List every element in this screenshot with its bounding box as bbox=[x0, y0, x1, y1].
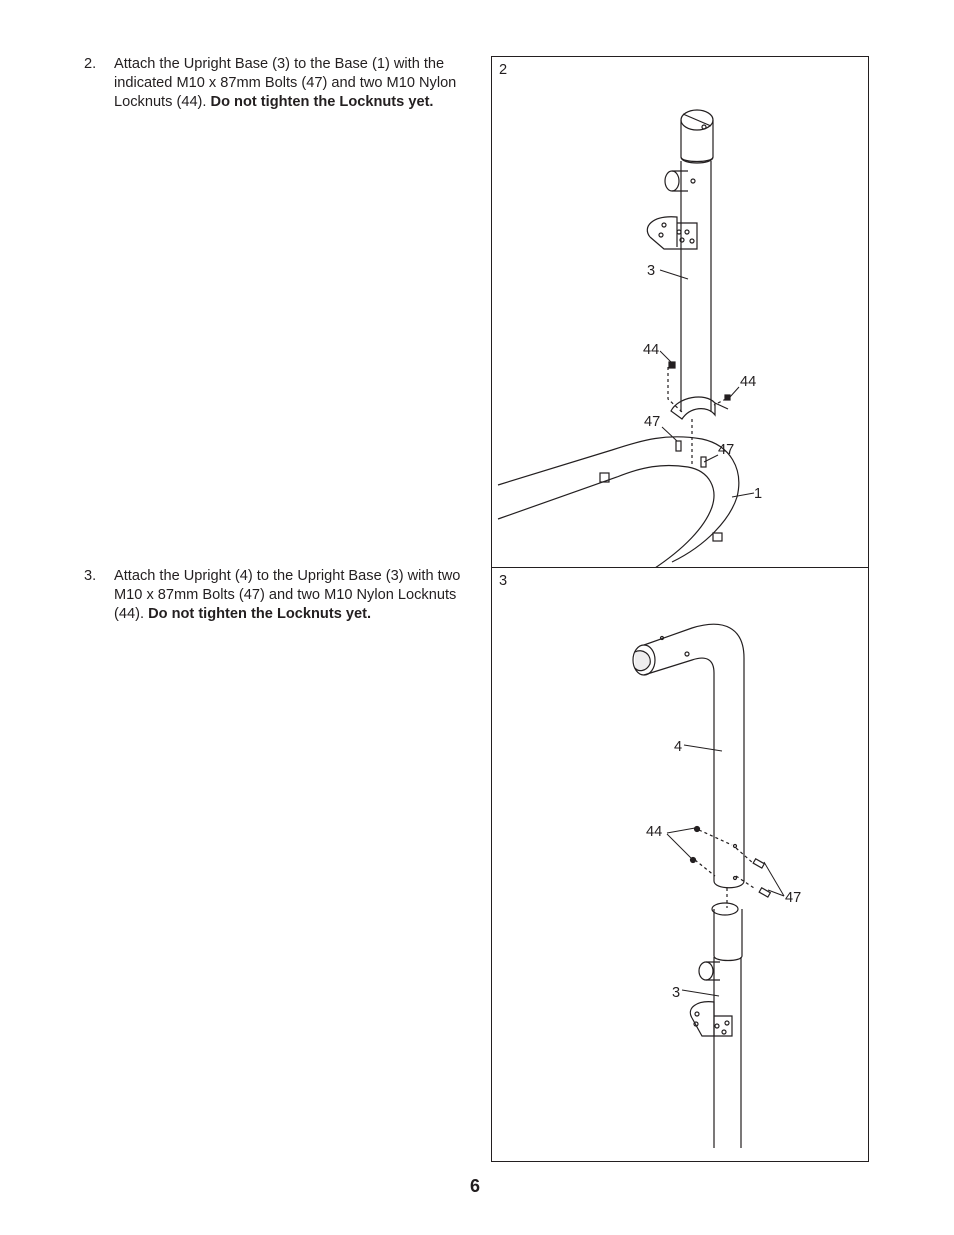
callout-47-right: 47 bbox=[718, 442, 734, 458]
callout-1: 1 bbox=[754, 486, 762, 502]
step-body: Attach the Upright Base (3) to the Base … bbox=[114, 56, 457, 110]
step-text: Attach the Upright (4) to the Upright Ba… bbox=[114, 567, 464, 624]
callout-44: 44 bbox=[646, 824, 662, 840]
step-2-instruction: 2. Attach the Upright Base (3) to the Ba… bbox=[84, 55, 464, 112]
base-frame-drawing bbox=[497, 436, 740, 570]
figure-2-panel: 2 bbox=[491, 56, 869, 570]
step-number: 3. bbox=[84, 568, 97, 584]
figure-label: 3 bbox=[499, 573, 508, 589]
callout-44-right: 44 bbox=[740, 374, 756, 390]
step-body: Attach the Upright (4) to the Upright Ba… bbox=[114, 568, 461, 622]
callout-47: 47 bbox=[785, 890, 801, 906]
figure-3-illustration: 4 44 47 3 bbox=[632, 623, 801, 1148]
callout-leaders bbox=[659, 269, 755, 498]
callout-3: 3 bbox=[647, 263, 655, 279]
figure-2-illustration: 3 44 44 47 47 1 bbox=[497, 109, 762, 570]
figure-3-panel: 3 bbox=[491, 567, 869, 1162]
callout-3: 3 bbox=[672, 985, 680, 1001]
step-text: Attach the Upright Base (3) to the Base … bbox=[114, 55, 464, 112]
callout-47-left: 47 bbox=[644, 414, 660, 430]
hardware-drawing bbox=[668, 361, 731, 468]
figure-label: 2 bbox=[499, 62, 508, 78]
step-warning: Do not tighten the Locknuts yet. bbox=[148, 606, 372, 622]
callout-44-left: 44 bbox=[643, 342, 659, 358]
upright-drawing bbox=[632, 623, 745, 889]
step-number: 2. bbox=[84, 56, 97, 72]
upright-base-drawing bbox=[646, 109, 729, 465]
callout-4: 4 bbox=[674, 739, 682, 755]
callout-leaders bbox=[666, 744, 785, 997]
hardware-drawing bbox=[689, 825, 772, 908]
page-number: 6 bbox=[470, 1176, 481, 1196]
step-3-instruction: 3. Attach the Upright (4) to the Upright… bbox=[84, 567, 464, 624]
upright-base-drawing bbox=[689, 902, 743, 1148]
step-warning: Do not tighten the Locknuts yet. bbox=[210, 94, 434, 110]
